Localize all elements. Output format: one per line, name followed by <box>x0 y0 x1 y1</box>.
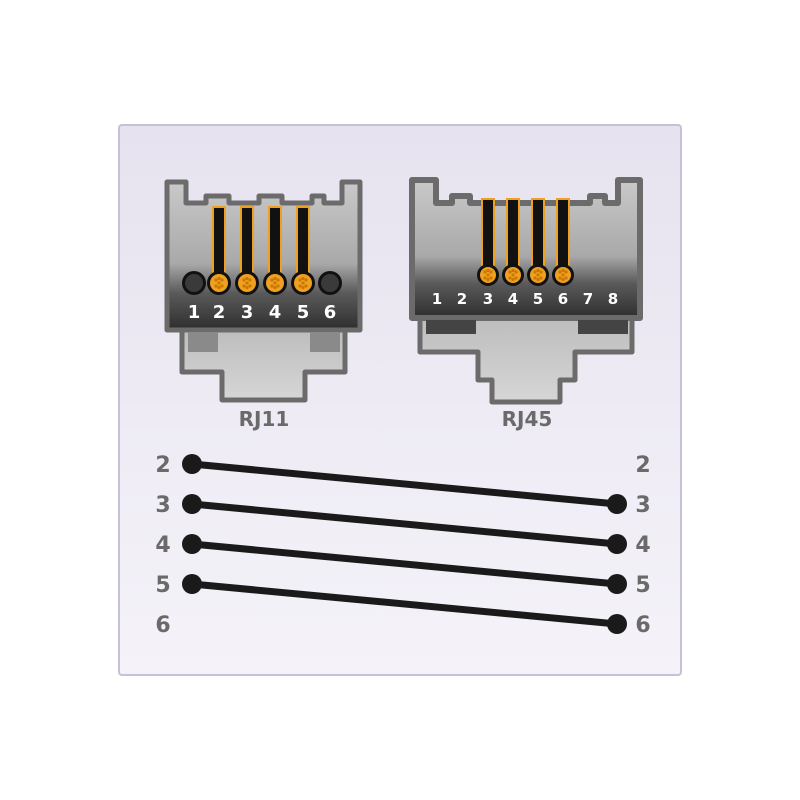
left-pin-label: 5 <box>155 573 170 598</box>
contact-pin <box>207 271 231 295</box>
pin-number: 1 <box>432 290 442 308</box>
wire <box>188 580 621 628</box>
right-pin-label: 4 <box>635 533 650 558</box>
wire <box>188 460 621 508</box>
empty-pin <box>318 271 342 295</box>
left-terminal-dot <box>182 534 202 554</box>
contact-pin <box>552 264 574 286</box>
left-terminal-dot <box>182 454 202 474</box>
pin-number: 1 <box>188 302 201 323</box>
rj11-label: RJ11 <box>239 407 290 431</box>
wire <box>188 500 621 548</box>
contact-pin <box>477 264 499 286</box>
right-pin-label: 5 <box>635 573 650 598</box>
left-terminal-dot <box>182 494 202 514</box>
right-terminal-dot <box>607 574 627 594</box>
contact-blade <box>212 206 226 278</box>
contact-pin <box>263 271 287 295</box>
pin-number: 5 <box>533 290 543 308</box>
contact-pin <box>527 264 549 286</box>
left-pin-label: 3 <box>155 493 170 518</box>
contact-pin <box>291 271 315 295</box>
contact-pin <box>502 264 524 286</box>
pin-number: 5 <box>297 302 310 323</box>
contact-blade <box>268 206 282 278</box>
contact-pin <box>235 271 259 295</box>
pin-number: 8 <box>608 290 618 308</box>
contact-blade <box>296 206 310 278</box>
left-pin-label: 6 <box>155 613 170 638</box>
contact-blade <box>556 198 570 270</box>
right-pin-label: 2 <box>635 453 650 478</box>
pin-number: 3 <box>241 302 254 323</box>
pin-number: 3 <box>483 290 493 308</box>
pin-number: 4 <box>269 302 282 323</box>
wiring-diagram: 2 3 4 5 6 2 3 4 5 6 <box>155 453 650 638</box>
contact-blade <box>240 206 254 278</box>
left-pin-label: 4 <box>155 533 170 558</box>
pin-number: 6 <box>324 302 337 323</box>
left-terminal-dot <box>182 574 202 594</box>
contact-blade <box>531 198 545 270</box>
pin-number: 2 <box>213 302 226 323</box>
right-pin-label: 3 <box>635 493 650 518</box>
right-pin-label: 6 <box>635 613 650 638</box>
right-terminal-dot <box>607 534 627 554</box>
empty-pin <box>182 271 206 295</box>
wire <box>188 540 621 588</box>
pin-number: 6 <box>558 290 568 308</box>
left-pin-label: 2 <box>155 453 170 478</box>
pin-number: 2 <box>457 290 467 308</box>
rj45-label: RJ45 <box>502 407 553 431</box>
right-terminal-dot <box>607 494 627 514</box>
contact-blade <box>506 198 520 270</box>
contact-blade <box>481 198 495 270</box>
pin-number: 4 <box>508 290 518 308</box>
pin-number: 7 <box>583 290 593 308</box>
right-terminal-dot <box>607 614 627 634</box>
